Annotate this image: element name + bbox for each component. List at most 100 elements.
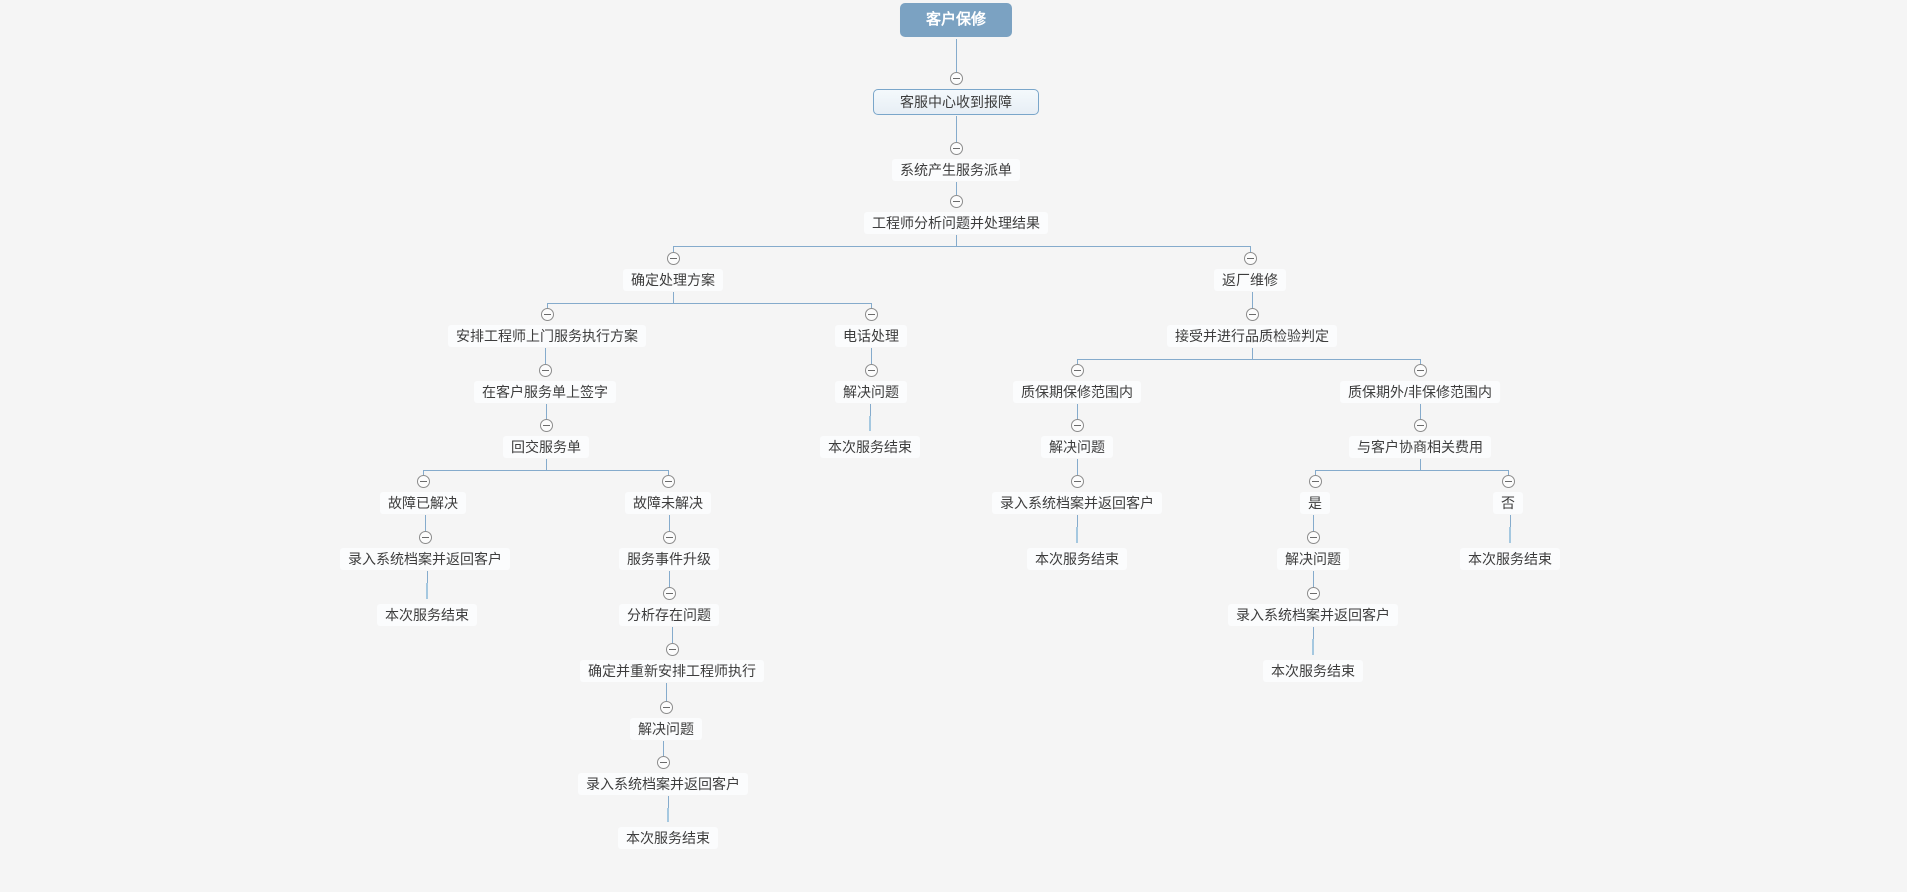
connector-line [423, 469, 668, 471]
collapse-icon[interactable] [662, 531, 676, 544]
connector-line [955, 182, 957, 195]
mindmap-node[interactable]: 电话处理 [835, 325, 907, 347]
connector-line [1419, 404, 1421, 419]
collapse-icon[interactable] [864, 364, 878, 377]
collapse-icon[interactable] [1413, 419, 1427, 432]
connector-line [1251, 292, 1253, 308]
mindmap-node[interactable]: 解决问题 [1041, 436, 1113, 458]
connector-line [1076, 404, 1078, 419]
collapse-icon[interactable] [659, 701, 673, 714]
connector-line [1312, 571, 1314, 587]
connector-line [1251, 348, 1253, 359]
mindmap-node[interactable]: 录入系统档案并返回客户 [340, 548, 510, 570]
connector-line [672, 292, 674, 303]
connector-line [955, 116, 957, 142]
connector-line [547, 302, 871, 304]
mindmap-root-node[interactable]: 客户保修 [899, 3, 1013, 37]
collapse-icon[interactable] [1413, 364, 1427, 377]
connector-leaf-stub [1312, 639, 1314, 655]
collapse-icon[interactable] [1245, 308, 1259, 321]
mindmap-node[interactable]: 故障未解决 [625, 492, 711, 514]
connector-line [870, 303, 872, 308]
connector-line [665, 683, 667, 701]
connector-line [1312, 627, 1314, 639]
collapse-icon[interactable] [1070, 364, 1084, 377]
collapse-icon[interactable] [661, 475, 675, 488]
connector-line [955, 235, 957, 246]
collapse-icon[interactable] [540, 308, 554, 321]
collapse-icon[interactable] [666, 252, 680, 265]
collapse-icon[interactable] [949, 72, 963, 85]
connector-leaf-stub [1076, 527, 1078, 543]
mindmap-node[interactable]: 质保期保修范围内 [1013, 381, 1141, 403]
collapse-icon[interactable] [1306, 587, 1320, 600]
collapse-icon[interactable] [1070, 475, 1084, 488]
mindmap-node[interactable]: 分析存在问题 [619, 604, 719, 626]
mindmap-node[interactable]: 本次服务结束 [1263, 660, 1363, 682]
connector-line [545, 404, 547, 419]
connector-line [1076, 359, 1078, 364]
mindmap-node[interactable]: 接受并进行品质检验判定 [1167, 325, 1337, 347]
collapse-icon[interactable] [656, 756, 670, 769]
collapse-icon[interactable] [662, 587, 676, 600]
collapse-icon[interactable] [864, 308, 878, 321]
connector-line [671, 627, 673, 643]
collapse-icon[interactable] [1501, 475, 1515, 488]
mindmap-node[interactable]: 返厂维修 [1214, 269, 1286, 291]
mindmap-node[interactable]: 确定处理方案 [623, 269, 723, 291]
collapse-icon[interactable] [1308, 475, 1322, 488]
connector-line [672, 246, 674, 252]
collapse-icon[interactable] [539, 419, 553, 432]
collapse-icon[interactable] [418, 531, 432, 544]
mindmap-node[interactable]: 录入系统档案并返回客户 [578, 773, 748, 795]
mindmap-node[interactable]: 解决问题 [630, 718, 702, 740]
collapse-icon[interactable] [538, 364, 552, 377]
mindmap-node[interactable]: 本次服务结束 [377, 604, 477, 626]
mindmap-node[interactable]: 本次服务结束 [618, 827, 718, 849]
mindmap-node[interactable]: 确定并重新安排工程师执行 [580, 660, 764, 682]
connector-line [667, 796, 669, 808]
connector-line [1249, 246, 1251, 252]
mindmap-node[interactable]: 与客户协商相关费用 [1349, 436, 1491, 458]
mindmap-node[interactable]: 服务事件升级 [619, 548, 719, 570]
connector-leaf-stub [667, 808, 669, 822]
connector-line [422, 470, 424, 475]
connector-line [1509, 515, 1511, 527]
connector-leaf-stub [869, 416, 871, 431]
mindmap-node[interactable]: 解决问题 [1277, 548, 1349, 570]
connector-line [1507, 470, 1509, 475]
mindmap-node[interactable]: 在客户服务单上签字 [474, 381, 616, 403]
connector-line [544, 348, 546, 364]
connector-line [1314, 470, 1316, 475]
mindmap-node[interactable]: 系统产生服务派单 [892, 159, 1020, 181]
connector-line [1315, 469, 1508, 471]
connector-leaf-stub [1509, 527, 1511, 543]
collapse-icon[interactable] [949, 142, 963, 155]
mindmap-node[interactable]: 回交服务单 [503, 436, 589, 458]
mindmap-node[interactable]: 本次服务结束 [1027, 548, 1127, 570]
connector-line [668, 571, 670, 587]
mindmap-node[interactable]: 客服中心收到报障 [873, 89, 1039, 115]
mindmap-node[interactable]: 否 [1493, 492, 1523, 514]
collapse-icon[interactable] [665, 643, 679, 656]
mindmap-node[interactable]: 录入系统档案并返回客户 [1228, 604, 1398, 626]
mindmap-node[interactable]: 是 [1300, 492, 1330, 514]
collapse-icon[interactable] [1306, 531, 1320, 544]
mindmap-node[interactable]: 解决问题 [835, 381, 907, 403]
collapse-icon[interactable] [1070, 419, 1084, 432]
connector-line [546, 303, 548, 308]
mindmap-node[interactable]: 本次服务结束 [1460, 548, 1560, 570]
mindmap-node[interactable]: 质保期外/非保修范围内 [1340, 381, 1500, 403]
mindmap-node[interactable]: 故障已解决 [380, 492, 466, 514]
collapse-icon[interactable] [416, 475, 430, 488]
collapse-icon[interactable] [949, 195, 963, 208]
mindmap-node[interactable]: 安排工程师上门服务执行方案 [448, 325, 646, 347]
connector-line [545, 459, 547, 470]
connector-line [955, 39, 957, 72]
collapse-icon[interactable] [1243, 252, 1257, 265]
mindmap-node[interactable]: 本次服务结束 [820, 436, 920, 458]
mindmap-node[interactable]: 录入系统档案并返回客户 [992, 492, 1162, 514]
mindmap-node[interactable]: 工程师分析问题并处理结果 [864, 212, 1048, 234]
connector-leaf-stub [426, 583, 428, 599]
